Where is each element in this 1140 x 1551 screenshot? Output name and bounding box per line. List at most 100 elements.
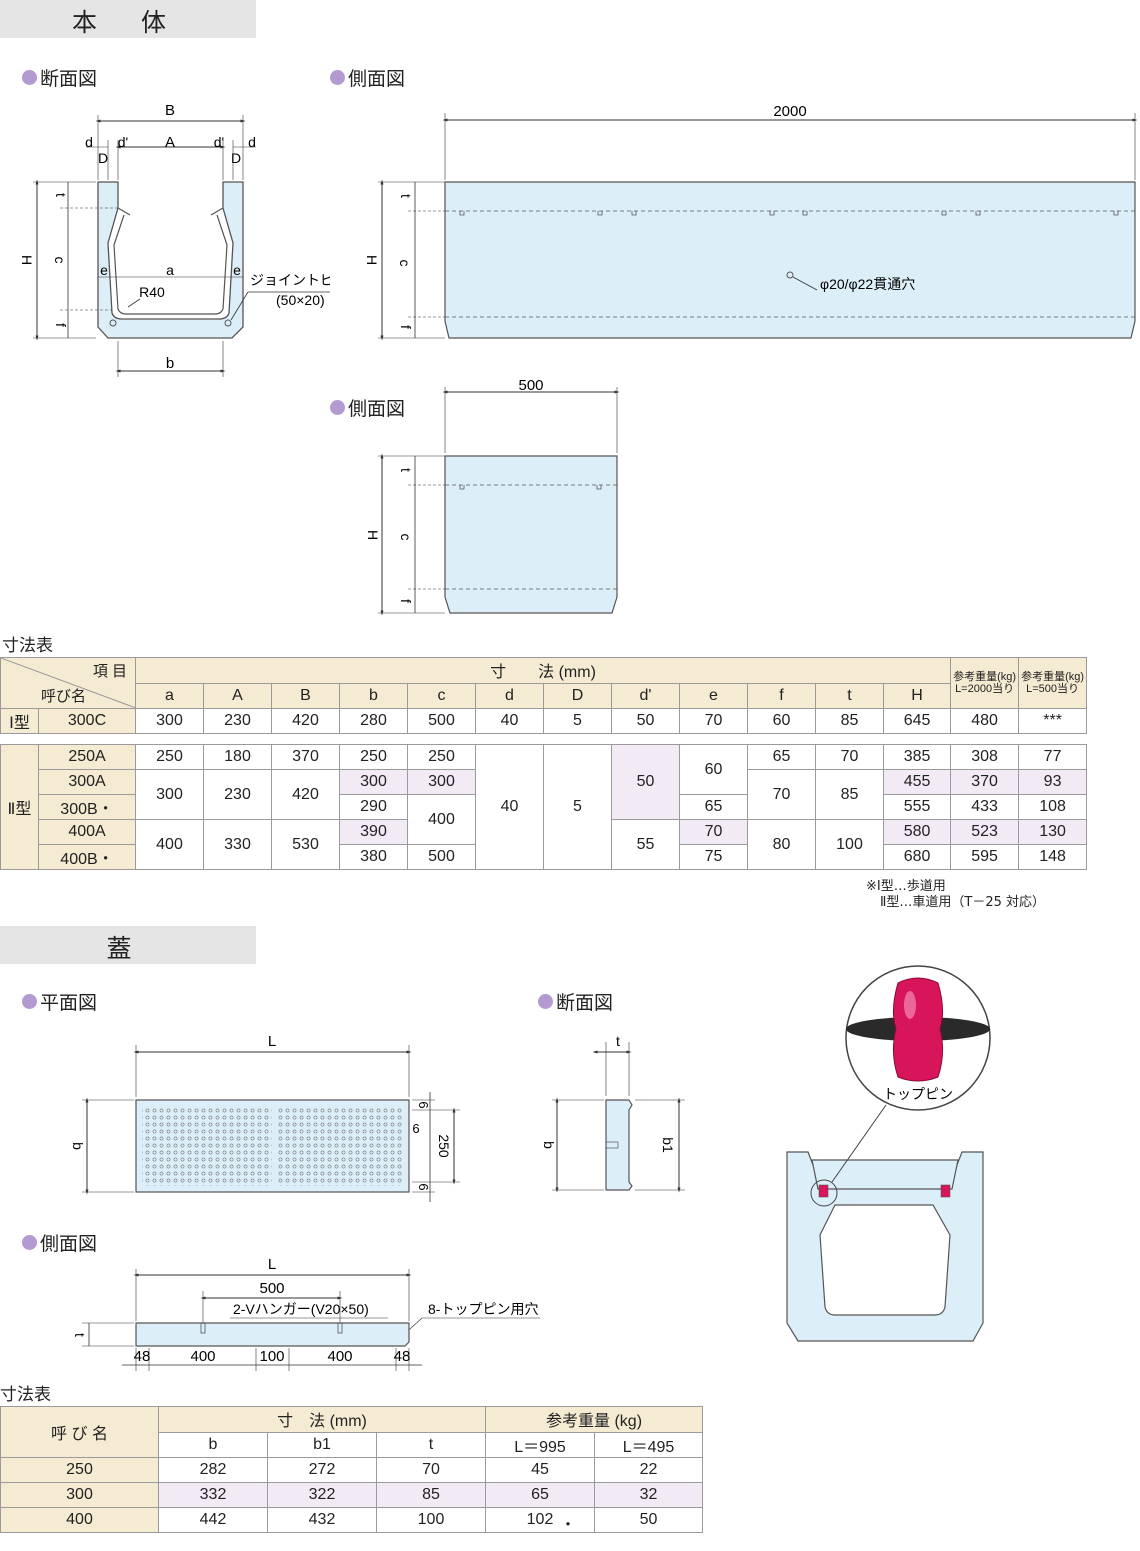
- side-view-2000-drawing: 2000 φ20/φ22貫通穴 H t c f: [364, 103, 1138, 341]
- subtitle-text: 側面図: [348, 68, 406, 90]
- table-cell: 400: [407, 794, 476, 845]
- subtitle-lid-side-view: 側面図: [22, 1229, 97, 1256]
- bullet-icon: [330, 70, 345, 85]
- table-cell: 5: [543, 708, 612, 734]
- table-cell: 70: [815, 744, 884, 770]
- name-cell: 400B・: [38, 844, 136, 870]
- table-cell: 85: [375, 1482, 487, 1508]
- table1-corner-header: 項 目 呼び名: [0, 657, 136, 709]
- table-cell: 70: [679, 708, 748, 734]
- subtitle-side-view-500: 側面図: [330, 394, 405, 421]
- lid-plan-six-top: 6: [416, 1101, 431, 1108]
- col-header: d': [611, 682, 680, 709]
- col-header: c: [407, 682, 476, 709]
- side500-dim-c: c: [398, 534, 414, 541]
- type-cell: Ⅰ型: [0, 708, 39, 734]
- section-bar-main-body: 本 体: [0, 0, 256, 38]
- dim-label-d-left: d: [85, 134, 93, 150]
- table-cell: 500: [407, 708, 476, 734]
- lid-plan-L: L: [268, 1033, 276, 1050]
- name-cell: 250: [0, 1457, 159, 1483]
- side-length-label: 2000: [773, 103, 806, 120]
- lid-section-t: t: [616, 1033, 620, 1049]
- table-cell: 80: [747, 819, 816, 870]
- top-pin-illustration: トップピン: [786, 965, 991, 1342]
- lid-side-100: 100: [259, 1348, 284, 1365]
- table-cell: 290: [339, 794, 408, 820]
- table1-title: 寸法表: [2, 636, 53, 656]
- table-cell: 77: [1018, 744, 1088, 770]
- table-cell: 55: [611, 819, 680, 870]
- table-cell: 500: [407, 844, 476, 870]
- dim-label-D-right: D: [231, 150, 241, 166]
- header-w2000: 参考重量(kg) L=2000当り: [950, 657, 1020, 709]
- name-cell: 300A: [38, 769, 136, 795]
- dim-label-D-left: D: [98, 150, 108, 166]
- table-cell: 300: [135, 708, 204, 734]
- name-text: 400B: [60, 851, 98, 868]
- table-cell: 250: [135, 744, 204, 770]
- name-cell: 300: [0, 1482, 159, 1508]
- name-cell: 250A: [38, 744, 136, 770]
- table-cell: 5: [543, 744, 612, 870]
- col-header: D: [543, 682, 612, 709]
- table-cell: 50: [611, 744, 680, 820]
- table-cell: ***: [1018, 708, 1088, 734]
- dot-mark: ・: [560, 1517, 577, 1534]
- subtitle-text: 側面図: [40, 1233, 98, 1255]
- table-cell: 70: [747, 769, 816, 820]
- table-cell: 645: [882, 708, 952, 734]
- lid-side-hanger: 2-Vハンガー(V20×50): [233, 1301, 369, 1317]
- table-cell: 300: [339, 769, 408, 795]
- section-title-main-body: 本 体: [72, 8, 184, 37]
- table-row: 250 282 272 70 45 22: [0, 1457, 704, 1483]
- col-header: a: [135, 682, 204, 709]
- table-cell: 60: [747, 708, 816, 734]
- table-cell: 370: [950, 769, 1020, 795]
- name-text: 250A: [68, 748, 106, 765]
- table-row: 400B・ 380 500 75 680 595 148: [1, 844, 1088, 870]
- table-cell: 385: [882, 744, 952, 770]
- dim-label-c: c: [52, 257, 68, 264]
- table-cell: 308: [950, 744, 1020, 770]
- col-header: t: [375, 1431, 487, 1458]
- lid-side-400-left: 400: [190, 1348, 215, 1365]
- lid-plan-six-mid: 6: [412, 1121, 419, 1136]
- table-cell: 60: [679, 744, 748, 795]
- side500-dim-H: H: [365, 530, 381, 540]
- lid-side-48-right: 48: [394, 1348, 411, 1365]
- col-header: f: [747, 682, 816, 709]
- subtitle-cross-section: 断面図: [22, 64, 97, 91]
- table-cell: 455: [882, 769, 952, 795]
- table-cell: 108: [1018, 794, 1088, 820]
- table-cell: 250: [339, 744, 408, 770]
- side-dim-t: t: [398, 194, 414, 198]
- joint-pin-label: ジョイントピン: [250, 272, 330, 288]
- side-view-500-drawing: 500 H t c f: [365, 377, 620, 616]
- lid-side-L: L: [268, 1256, 276, 1273]
- name-cell: 300B・: [38, 794, 136, 820]
- table2-header-name: 呼 び 名: [0, 1406, 159, 1458]
- table-cell: 420: [271, 708, 340, 734]
- table-cell: 523: [950, 819, 1020, 845]
- col-header: H: [882, 682, 952, 709]
- table-cell: 50: [594, 1507, 704, 1533]
- table-cell: 45: [485, 1457, 596, 1483]
- table-cell: 480: [950, 708, 1020, 734]
- top-pin-label: トップピン: [883, 1086, 953, 1102]
- lid-side-400-right: 400: [327, 1348, 352, 1365]
- table-row: Ⅰ型 300C 300 230 420 280 500 40 5 50 70 6…: [0, 708, 1088, 734]
- table-cell: 230: [203, 769, 272, 820]
- col-header: b: [339, 682, 408, 709]
- side-dim-H: H: [364, 255, 380, 265]
- table-cell: 442: [158, 1507, 268, 1533]
- table-cell: 680: [882, 844, 952, 870]
- table-cell: 272: [267, 1457, 377, 1483]
- side500-length-label: 500: [518, 377, 543, 394]
- table-row: 400 442 432 100 102・ 50: [0, 1507, 704, 1534]
- lid-side-t: t: [72, 1333, 88, 1337]
- dot-mark: ・: [97, 801, 114, 818]
- lid-side-48-left: 48: [134, 1348, 151, 1365]
- table-cell: 75: [679, 844, 748, 870]
- lid-plan-b: b: [70, 1142, 86, 1150]
